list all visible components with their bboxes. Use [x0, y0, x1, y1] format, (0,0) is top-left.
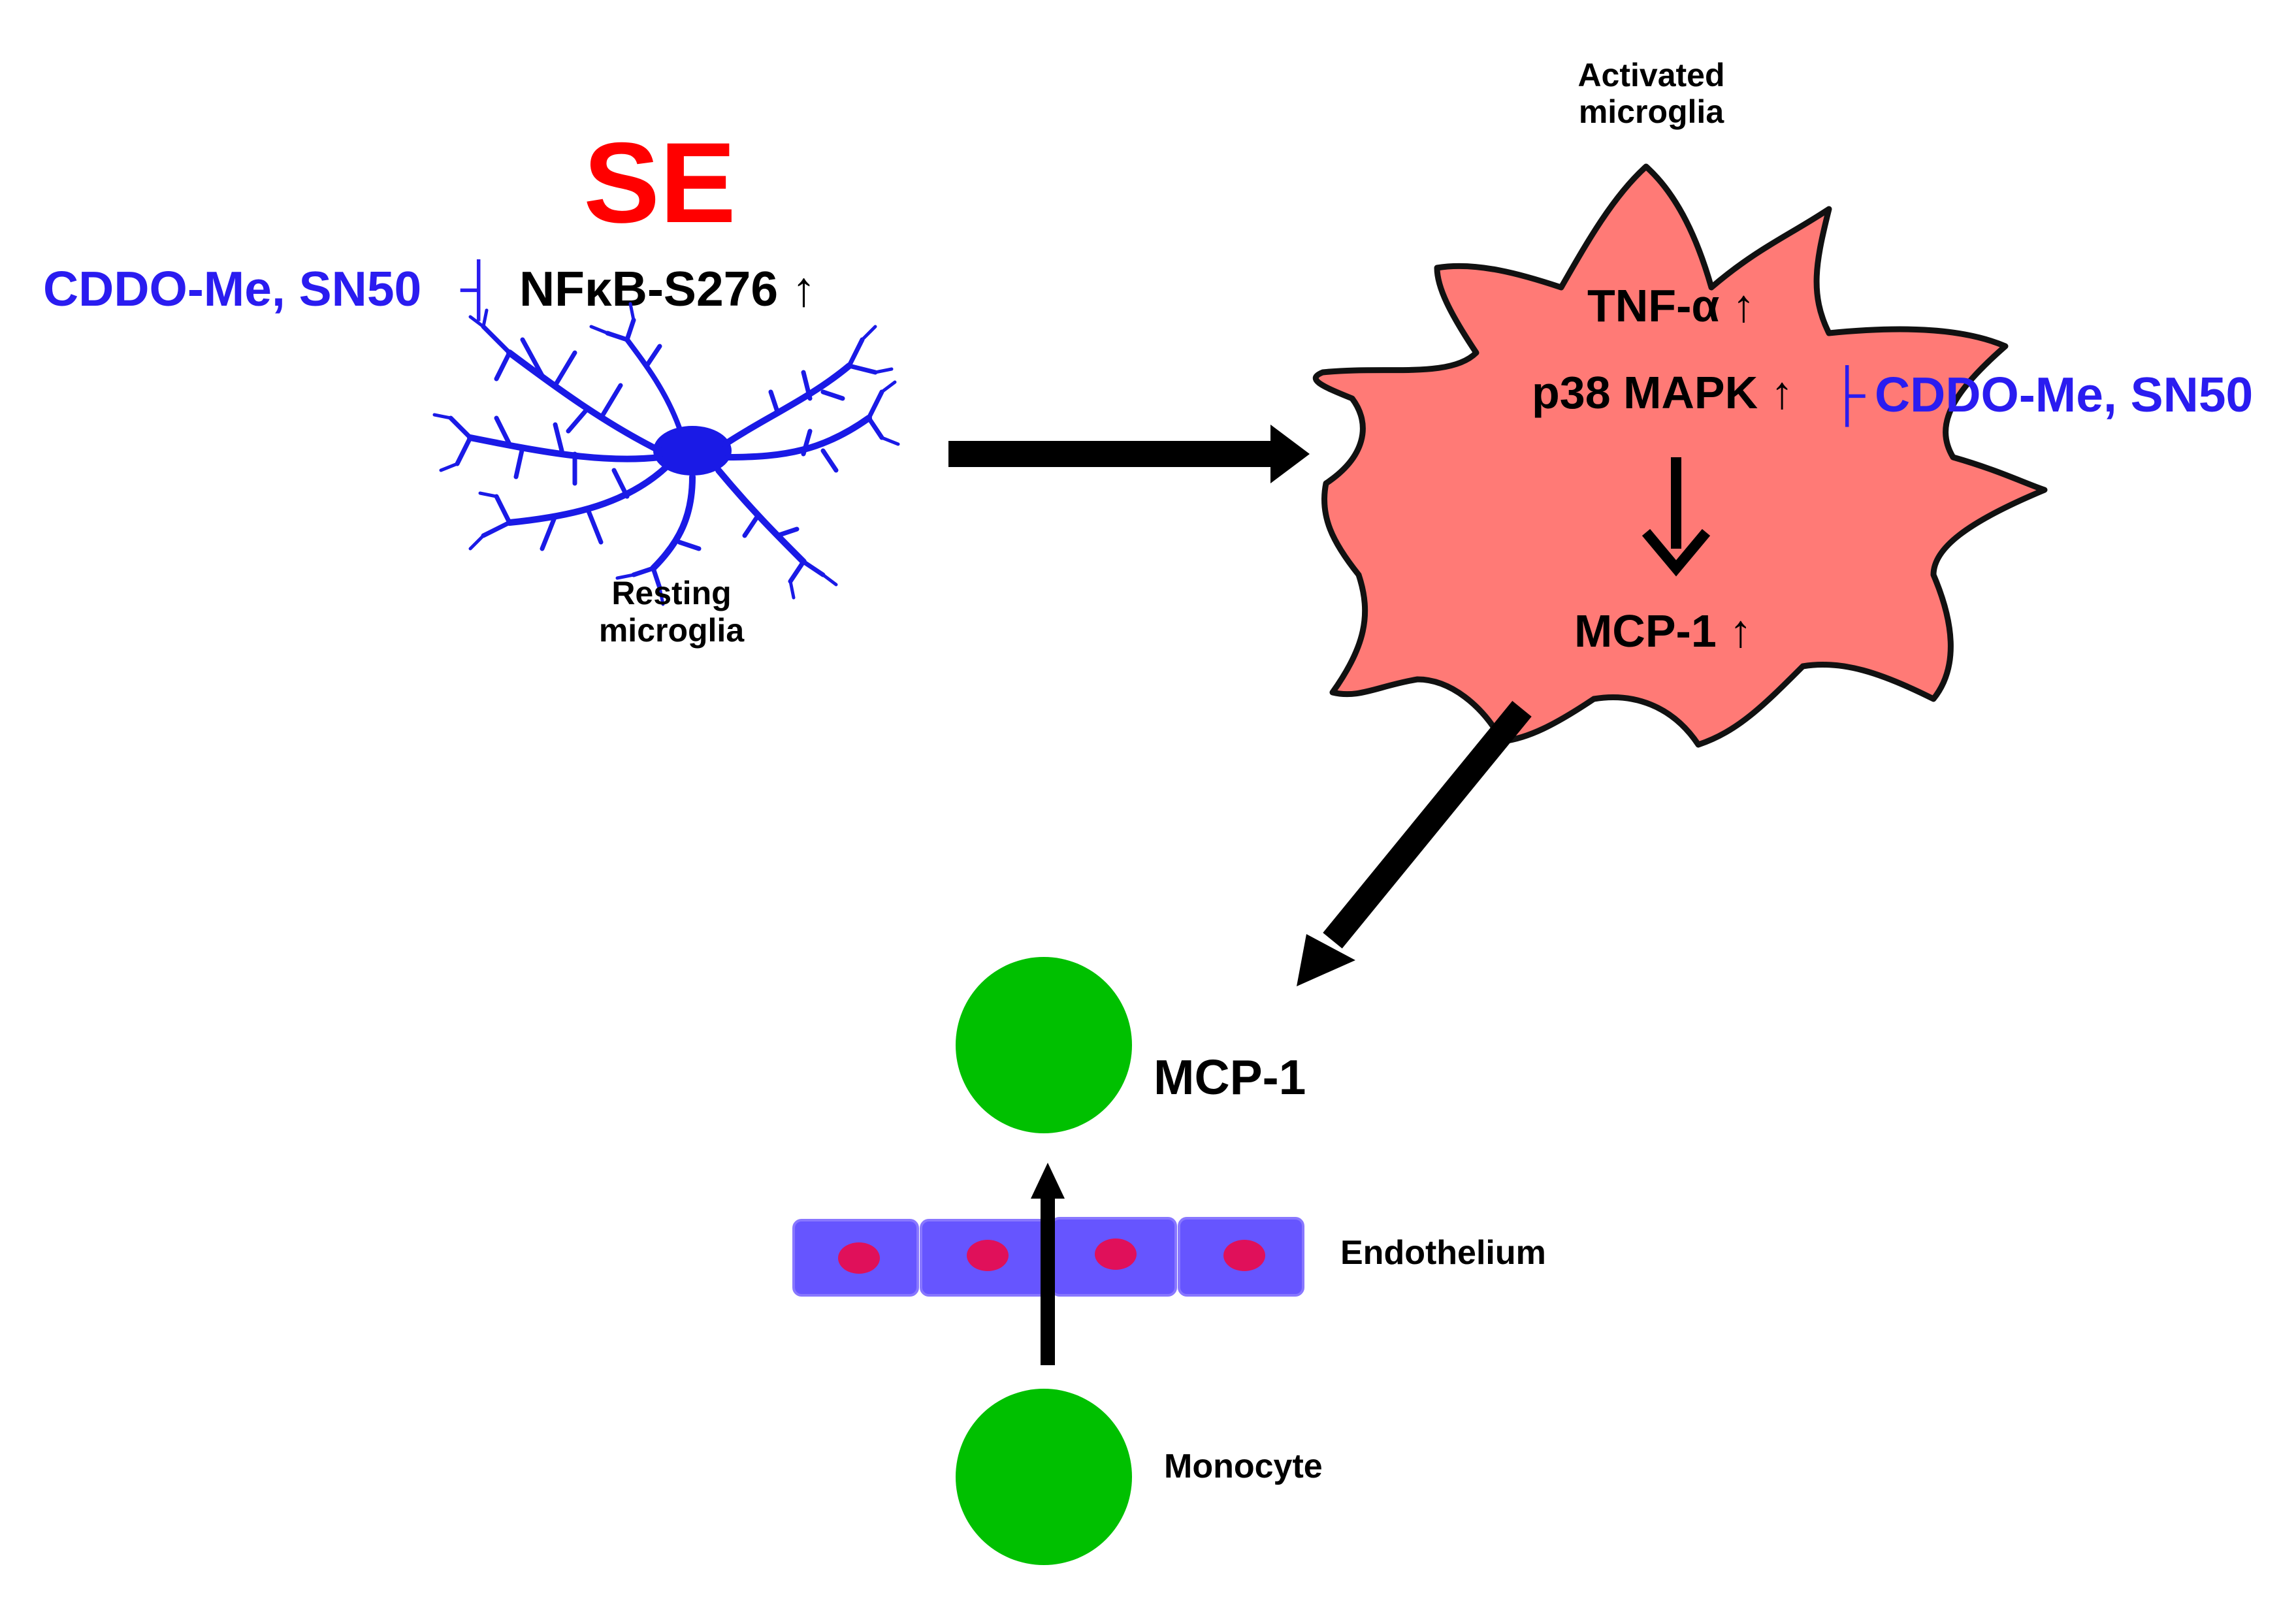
arrow-down-icon	[1641, 457, 1711, 577]
arrow-diagonal-icon	[1297, 700, 1532, 986]
inhibit-symbol-left: ┤	[460, 259, 496, 321]
mcp1-label: MCP-1	[1154, 1050, 1306, 1105]
inhibit-symbol-right: ├	[1829, 365, 1866, 427]
nfkb-label: NFκB-S276 ↑	[519, 261, 816, 316]
resting-label-line2: microglia	[599, 612, 745, 649]
arrow-right-icon	[948, 425, 1310, 483]
endothelial-cell-icon	[792, 1219, 919, 1297]
endothelial-cell-icon	[1178, 1217, 1304, 1297]
activated-microglia-icon	[1312, 163, 2048, 748]
se-title: SE	[583, 120, 736, 247]
endothelium	[792, 1217, 1304, 1297]
resting-label-line1: Resting	[611, 575, 731, 611]
mcp1-inside-label: MCP-1 ↑	[1574, 606, 1752, 656]
endothelium-label: Endothelium	[1340, 1234, 1546, 1272]
inhibitors-right: CDDO-Me, SN50	[1875, 367, 2253, 422]
monocyte-icon	[956, 1389, 1132, 1565]
activated-label-line2: microglia	[1579, 93, 1724, 130]
p38-label: p38 MAPK ↑	[1532, 367, 1794, 418]
arrow-up-icon	[1031, 1163, 1065, 1365]
endothelial-cell-icon	[920, 1219, 1050, 1297]
mcp1-circle	[956, 957, 1132, 1133]
monocyte-label: Monocyte	[1164, 1447, 1323, 1485]
resting-microglia-icon	[432, 302, 900, 606]
tnf-label: TNF-α ↑	[1587, 280, 1755, 331]
inhibitors-left: CDDO-Me, SN50	[43, 261, 421, 316]
activated-label-line1: Activated	[1577, 57, 1724, 93]
endothelial-cell-icon	[1050, 1217, 1177, 1297]
